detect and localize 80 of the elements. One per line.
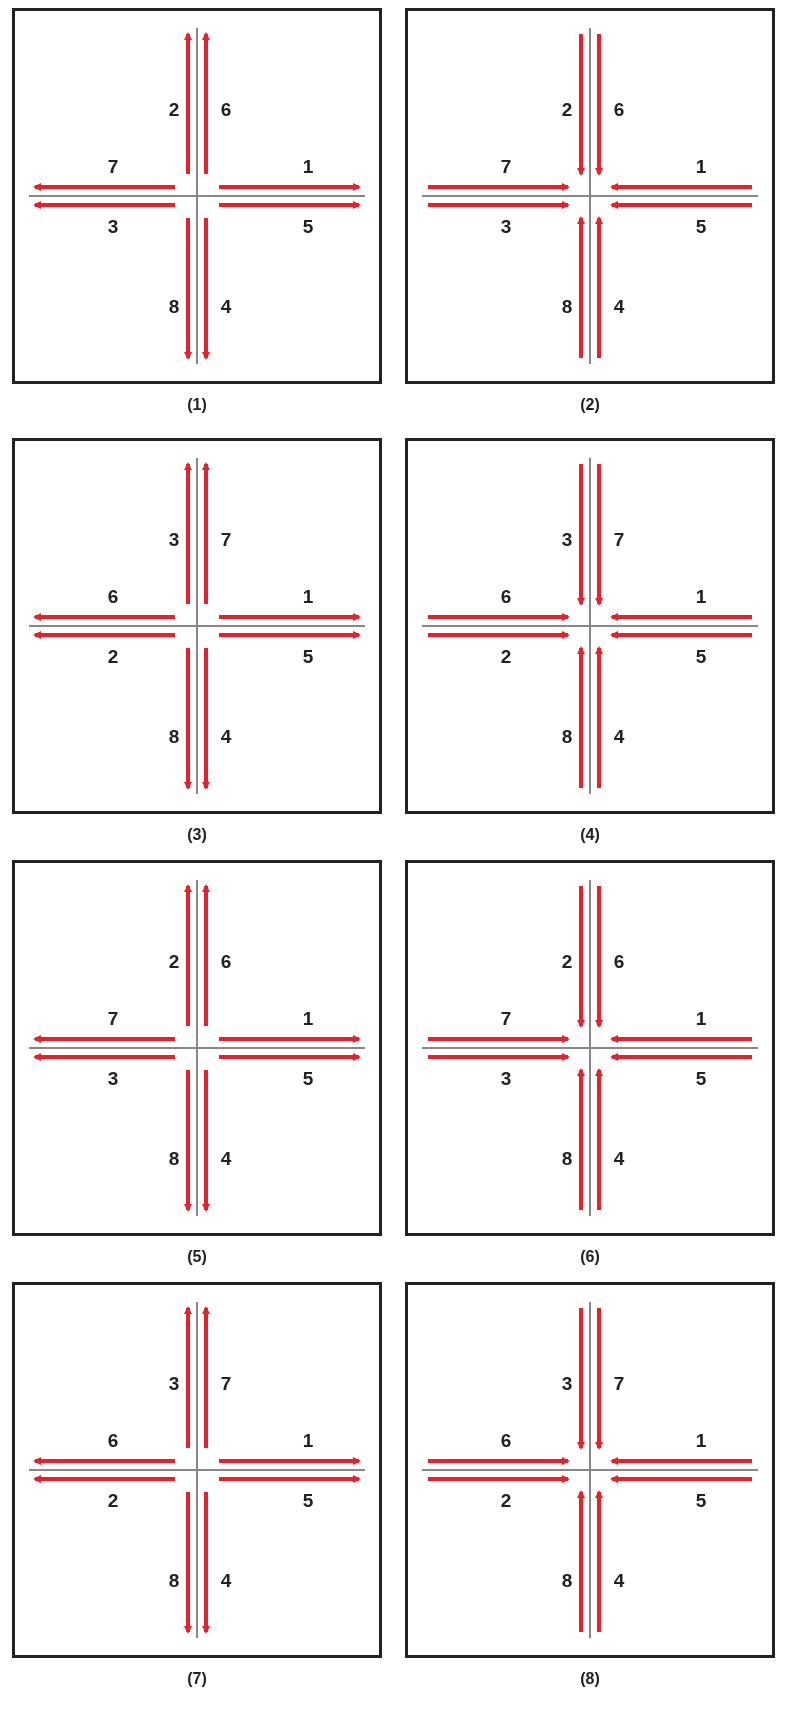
lane-number: 1 (695, 1008, 707, 1028)
lane-number: 7 (220, 1373, 232, 1393)
lane-number: 4 (220, 1570, 232, 1590)
lane-number: 2 (500, 646, 512, 666)
lane-number: 1 (695, 586, 707, 606)
lane-number: 7 (500, 156, 512, 176)
intersection-panel (405, 8, 775, 384)
lane-number: 4 (220, 726, 232, 746)
lane-number: 5 (302, 1490, 314, 1510)
lane-number: 6 (500, 1430, 512, 1450)
lane-number: 6 (500, 586, 512, 606)
panel-caption: (5) (187, 1248, 207, 1266)
lane-number: 2 (500, 1490, 512, 1510)
intersection-panel (12, 1282, 382, 1658)
lane-number: 1 (302, 156, 314, 176)
lane-number: 6 (107, 586, 119, 606)
lane-number: 8 (168, 726, 180, 746)
lane-number: 1 (302, 1008, 314, 1028)
lane-number: 8 (561, 726, 573, 746)
lane-number: 5 (302, 216, 314, 236)
lane-number: 4 (613, 1570, 625, 1590)
lane-number: 8 (561, 1148, 573, 1168)
lane-number: 7 (613, 529, 625, 549)
lane-number: 4 (613, 726, 625, 746)
lane-number: 5 (302, 646, 314, 666)
panel-caption: (4) (580, 826, 600, 844)
lane-number: 1 (695, 1430, 707, 1450)
lane-number: 4 (613, 1148, 625, 1168)
lane-number: 3 (500, 1068, 512, 1088)
lane-number: 2 (107, 1490, 119, 1510)
lane-number: 5 (695, 646, 707, 666)
lane-number: 3 (561, 529, 573, 549)
intersection-panel (405, 1282, 775, 1658)
panel-caption: (6) (580, 1248, 600, 1266)
lane-number: 2 (107, 646, 119, 666)
lane-number: 8 (561, 1570, 573, 1590)
intersection-panel (12, 860, 382, 1236)
lane-number: 7 (613, 1373, 625, 1393)
lane-number: 1 (302, 586, 314, 606)
lane-number: 8 (168, 296, 180, 316)
panel-caption: (2) (580, 396, 600, 414)
lane-number: 3 (107, 216, 119, 236)
lane-number: 6 (613, 951, 625, 971)
lane-number: 3 (168, 529, 180, 549)
lane-number: 6 (613, 99, 625, 119)
lane-number: 4 (220, 1148, 232, 1168)
lane-number: 6 (220, 951, 232, 971)
intersection-panel (12, 8, 382, 384)
lane-number: 5 (695, 1068, 707, 1088)
lane-number: 5 (302, 1068, 314, 1088)
lane-number: 7 (500, 1008, 512, 1028)
lane-number: 6 (220, 99, 232, 119)
lane-number: 7 (220, 529, 232, 549)
lane-number: 3 (500, 216, 512, 236)
lane-number: 5 (695, 216, 707, 236)
panel-caption: (7) (187, 1670, 207, 1688)
intersection-panel (12, 438, 382, 814)
lane-number: 8 (561, 296, 573, 316)
lane-number: 2 (168, 99, 180, 119)
lane-number: 3 (168, 1373, 180, 1393)
lane-number: 2 (561, 951, 573, 971)
panel-caption: (1) (187, 396, 207, 414)
panel-caption: (3) (187, 826, 207, 844)
intersection-panel (405, 860, 775, 1236)
lane-number: 8 (168, 1570, 180, 1590)
lane-number: 4 (220, 296, 232, 316)
lane-number: 3 (107, 1068, 119, 1088)
lane-number: 2 (168, 951, 180, 971)
lane-number: 5 (695, 1490, 707, 1510)
panel-caption: (8) (580, 1670, 600, 1688)
lane-number: 7 (107, 156, 119, 176)
lane-number: 7 (107, 1008, 119, 1028)
intersection-panel (405, 438, 775, 814)
lane-number: 1 (695, 156, 707, 176)
lane-number: 4 (613, 296, 625, 316)
lane-number: 2 (561, 99, 573, 119)
lane-number: 3 (561, 1373, 573, 1393)
lane-number: 8 (168, 1148, 180, 1168)
lane-number: 1 (302, 1430, 314, 1450)
lane-number: 6 (107, 1430, 119, 1450)
